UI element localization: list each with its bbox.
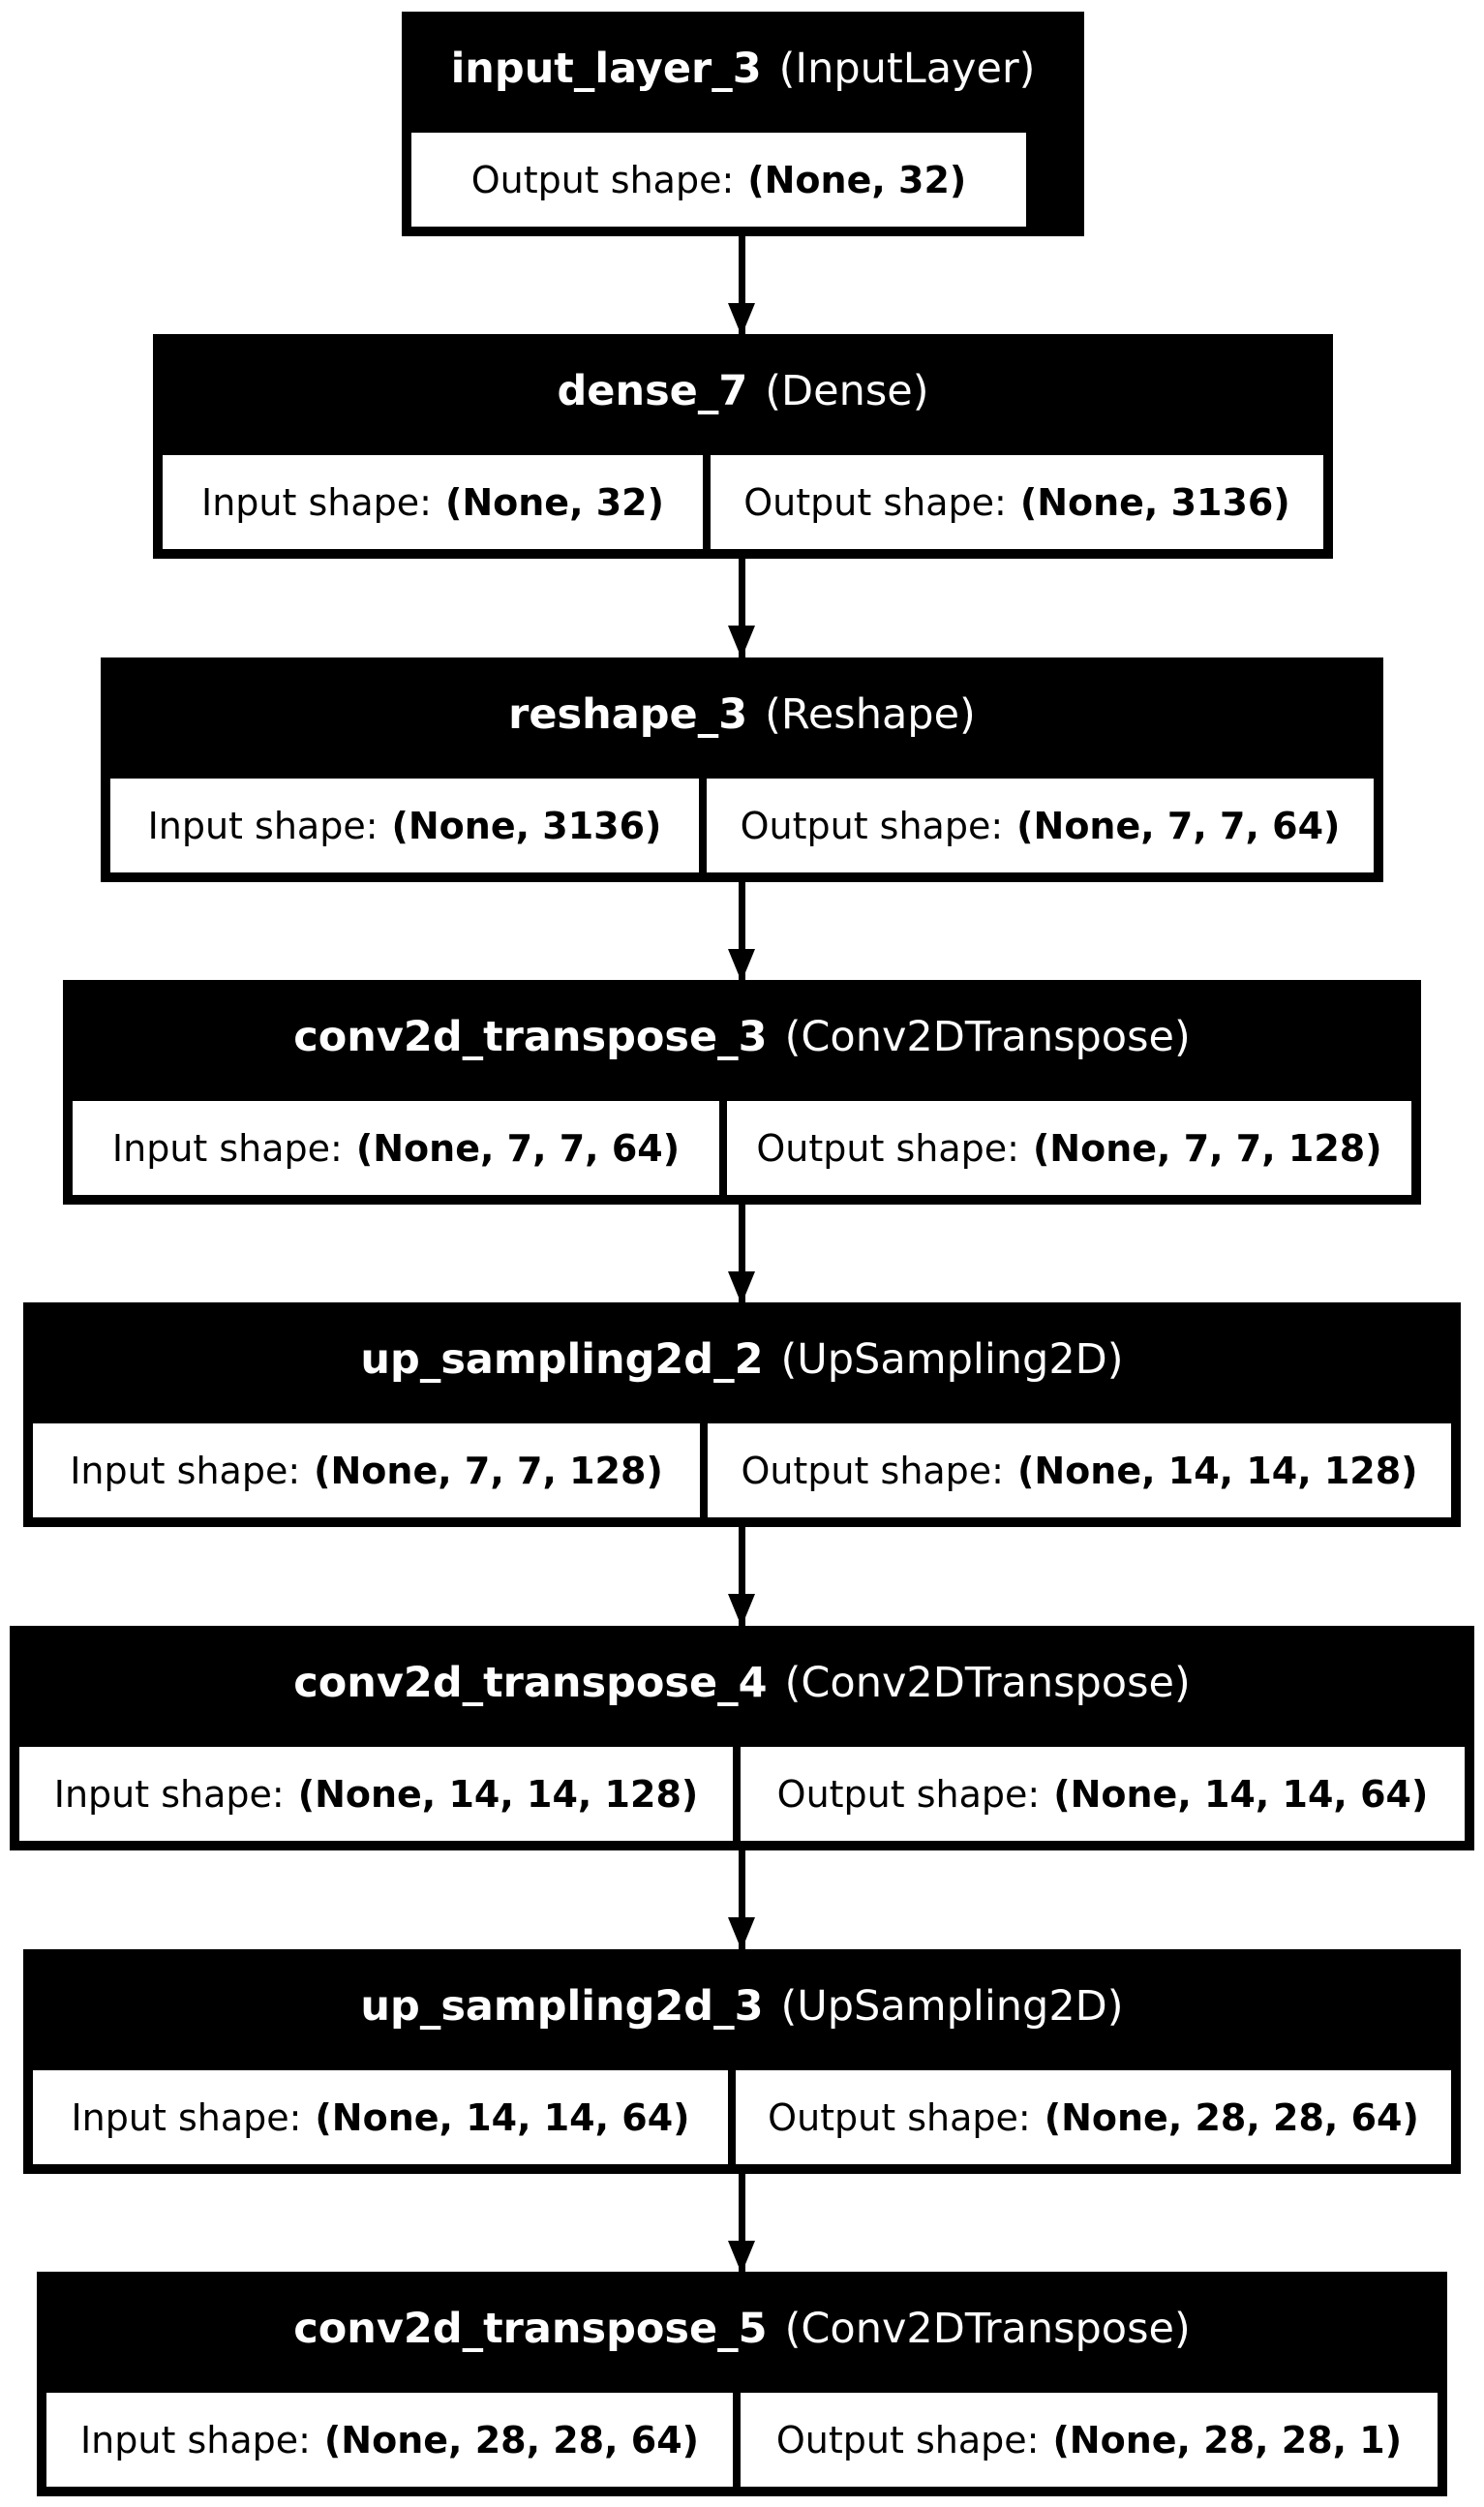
output-shape-cell: Output shape: (None, 28, 28, 1) — [741, 2393, 1438, 2487]
output-shape-cell: Output shape: (None, 28, 28, 64) — [736, 2070, 1451, 2164]
arrow-head-icon — [728, 1271, 755, 1304]
connection-arrow — [728, 1205, 755, 1304]
arrow-head-icon — [728, 1594, 755, 1627]
layer-node-up-sampling2d-2: up_sampling2d_2 (UpSampling2D) Input sha… — [23, 1302, 1461, 1527]
cell-label: Output shape: — [756, 1126, 1019, 1170]
cell-value: (None, 7, 7, 64) — [1016, 804, 1341, 847]
layer-type: (InputLayer) — [778, 44, 1036, 93]
layer-type: (Conv2DTranspose) — [784, 1658, 1191, 1707]
cell-value: (None, 7, 7, 128) — [1032, 1126, 1382, 1170]
input-shape-cell: Input shape: (None, 28, 28, 64) — [46, 2393, 733, 2487]
output-shape-cell: Output shape: (None, 32) — [411, 133, 1026, 227]
cell-value: (None, 7, 7, 64) — [355, 1126, 681, 1170]
cell-value: (None, 32) — [444, 480, 664, 524]
cell-label: Output shape: — [741, 1449, 1004, 1492]
output-shape-cell: Output shape: (None, 7, 7, 128) — [727, 1101, 1411, 1195]
cell-label: Output shape: — [470, 158, 735, 201]
arrow-head-icon — [728, 1917, 755, 1950]
output-shape-cell: Output shape: (None, 3136) — [711, 455, 1323, 549]
cell-value: (None, 32) — [747, 158, 967, 201]
layer-name: conv2d_transpose_5 — [293, 2304, 768, 2353]
layer-type: (UpSampling2D) — [780, 1334, 1124, 1384]
layer-type: (Conv2DTranspose) — [784, 2304, 1191, 2353]
layer-node-reshape-3: reshape_3 (Reshape) Input shape: (None, … — [101, 657, 1383, 882]
input-shape-cell: Input shape: (None, 7, 7, 128) — [33, 1423, 700, 1517]
connection-arrow — [728, 882, 755, 982]
cell-value: (None, 14, 14, 128) — [297, 1772, 699, 1816]
layer-header: conv2d_transpose_4 (Conv2DTranspose) — [10, 1626, 1474, 1739]
arrow-head-icon — [728, 2241, 755, 2274]
cell-value: (None, 3136) — [391, 804, 662, 847]
cell-label: Input shape: — [53, 1772, 285, 1816]
cell-label: Input shape: — [79, 2418, 311, 2461]
cell-label: Output shape: — [740, 804, 1004, 847]
cell-value: (None, 7, 7, 128) — [314, 1449, 663, 1492]
layer-header: conv2d_transpose_5 (Conv2DTranspose) — [37, 2272, 1447, 2385]
cell-label: Output shape: — [776, 1772, 1041, 1816]
arrow-head-icon — [728, 303, 755, 336]
layer-node-input-layer-3: input_layer_3 (InputLayer) Output shape:… — [402, 12, 1084, 236]
layer-type: (Reshape) — [765, 689, 976, 739]
layer-type: (Conv2DTranspose) — [784, 1012, 1191, 1061]
cell-label: Input shape: — [111, 1126, 343, 1170]
layer-header: input_layer_3 (InputLayer) — [402, 12, 1084, 125]
connection-arrow — [728, 559, 755, 658]
cell-label: Input shape: — [147, 804, 379, 847]
input-shape-cell: Input shape: (None, 7, 7, 64) — [73, 1101, 719, 1195]
input-shape-cell: Input shape: (None, 3136) — [110, 779, 699, 872]
layer-name: up_sampling2d_2 — [360, 1334, 764, 1384]
cell-label: Input shape: — [71, 2095, 302, 2139]
cell-value: (None, 3136) — [1019, 480, 1290, 524]
layer-name: conv2d_transpose_3 — [293, 1012, 768, 1061]
connection-arrow — [728, 236, 755, 336]
cell-label: Input shape: — [201, 480, 432, 524]
layer-name: up_sampling2d_3 — [360, 1981, 764, 2031]
cell-value: (None, 28, 28, 64) — [323, 2418, 700, 2461]
cell-label: Output shape: — [775, 2418, 1040, 2461]
layer-header: up_sampling2d_3 (UpSampling2D) — [23, 1949, 1461, 2063]
output-shape-cell: Output shape: (None, 14, 14, 128) — [708, 1423, 1451, 1517]
layer-node-conv2d-transpose-3: conv2d_transpose_3 (Conv2DTranspose) Inp… — [63, 980, 1421, 1205]
connection-arrow — [728, 1527, 755, 1627]
connection-arrow — [728, 1850, 755, 1950]
layer-name: input_layer_3 — [450, 44, 762, 93]
cell-value: (None, 14, 14, 64) — [1053, 1772, 1429, 1816]
layer-type: (Dense) — [765, 366, 929, 415]
layer-type: (UpSampling2D) — [780, 1981, 1124, 2031]
layer-header: dense_7 (Dense) — [153, 334, 1333, 447]
connection-arrow — [728, 2174, 755, 2274]
cell-label: Output shape: — [743, 480, 1007, 524]
cell-label: Input shape: — [70, 1449, 301, 1492]
layer-name: dense_7 — [557, 366, 748, 415]
layer-node-up-sampling2d-3: up_sampling2d_3 (UpSampling2D) Input sha… — [23, 1949, 1461, 2174]
cell-value: (None, 14, 14, 64) — [315, 2095, 690, 2139]
layer-header: conv2d_transpose_3 (Conv2DTranspose) — [63, 980, 1421, 1093]
input-shape-cell: Input shape: (None, 32) — [163, 455, 703, 549]
layer-name: reshape_3 — [508, 689, 748, 739]
layer-node-conv2d-transpose-5: conv2d_transpose_5 (Conv2DTranspose) Inp… — [37, 2272, 1447, 2496]
input-shape-cell: Input shape: (None, 14, 14, 64) — [33, 2070, 728, 2164]
cell-label: Output shape: — [768, 2095, 1031, 2139]
arrow-head-icon — [728, 949, 755, 982]
layer-header: up_sampling2d_2 (UpSampling2D) — [23, 1302, 1461, 1416]
input-shape-cell: Input shape: (None, 14, 14, 128) — [19, 1747, 733, 1841]
layer-node-dense-7: dense_7 (Dense) Input shape: (None, 32) … — [153, 334, 1333, 559]
output-shape-cell: Output shape: (None, 7, 7, 64) — [707, 779, 1374, 872]
cell-value: (None, 28, 28, 64) — [1044, 2095, 1419, 2139]
layer-name: conv2d_transpose_4 — [293, 1658, 768, 1707]
cell-value: (None, 14, 14, 128) — [1017, 1449, 1418, 1492]
output-shape-cell: Output shape: (None, 14, 14, 64) — [741, 1747, 1465, 1841]
layer-header: reshape_3 (Reshape) — [101, 657, 1383, 771]
cell-value: (None, 28, 28, 1) — [1052, 2418, 1403, 2461]
arrow-head-icon — [728, 626, 755, 658]
layer-node-conv2d-transpose-4: conv2d_transpose_4 (Conv2DTranspose) Inp… — [10, 1626, 1474, 1850]
